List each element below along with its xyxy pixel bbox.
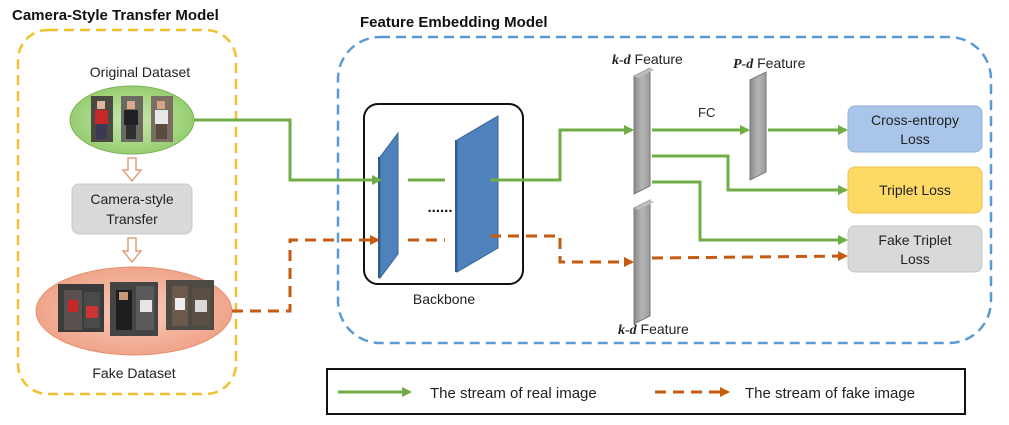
legend-real-label: The stream of real image <box>430 385 597 402</box>
kd-feature-label-bottom: k-d Feature <box>618 321 689 338</box>
fc-label: FC <box>698 105 715 120</box>
real-stream <box>194 118 848 245</box>
backbone-dots: ...... <box>427 199 452 216</box>
cross-entropy-line1: Cross-entropy <box>871 112 959 128</box>
arrow-to-fake-triplet <box>652 180 848 245</box>
down-arrow-icon <box>121 157 143 183</box>
fake-stream <box>232 234 848 313</box>
transfer-label-line1: Camera-style <box>90 191 173 207</box>
transfer-label-line2: Transfer <box>106 211 158 227</box>
triplet-loss-box <box>847 166 983 214</box>
fake-triplet-line2: Loss <box>900 251 930 267</box>
kd-feature-label-top: k-d Feature <box>612 51 683 68</box>
feature-model-border <box>336 35 993 345</box>
fake-triplet-loss-box <box>847 225 983 273</box>
original-dataset <box>69 85 195 155</box>
legend-fake-label: The stream of fake image <box>745 385 915 402</box>
fake-triplet-line1: Fake Triplet <box>878 232 951 248</box>
original-dataset-label: Original Dataset <box>90 64 190 80</box>
legend-box <box>326 368 966 415</box>
fake-arrow-to-backbone <box>232 235 380 313</box>
backbone-layer-2 <box>455 115 499 273</box>
kd-feature-bar-real <box>633 67 654 195</box>
fake-dataset <box>35 266 233 356</box>
triplet-loss-label: Triplet Loss <box>879 182 951 198</box>
backbone-layer-1 <box>378 131 399 280</box>
camera-model-border <box>16 28 238 396</box>
down-arrow-icon <box>121 237 143 264</box>
arrow-to-triplet <box>652 154 848 195</box>
person-images <box>91 96 173 142</box>
backbone-label: Backbone <box>413 291 475 307</box>
pd-feature-bar <box>749 71 767 181</box>
real-arrow-to-backbone <box>194 118 382 185</box>
camera-style-transfer-box <box>71 183 193 235</box>
cross-entropy-line2: Loss <box>900 131 930 147</box>
fake-dataset-label: Fake Dataset <box>92 365 175 381</box>
cross-entropy-loss-box <box>847 105 983 153</box>
kd-feature-bar-fake <box>633 199 654 325</box>
feature-model-title: Feature Embedding Model <box>360 14 548 31</box>
person-images <box>58 280 214 336</box>
pd-feature-label: P-d Feature <box>733 55 806 72</box>
arrow-to-fake-triplet-dashed <box>651 251 848 262</box>
real-arrow-to-feature <box>490 125 634 182</box>
camera-model-title: Camera-Style Transfer Model <box>12 7 219 24</box>
fake-arrow-to-feature <box>490 234 634 267</box>
